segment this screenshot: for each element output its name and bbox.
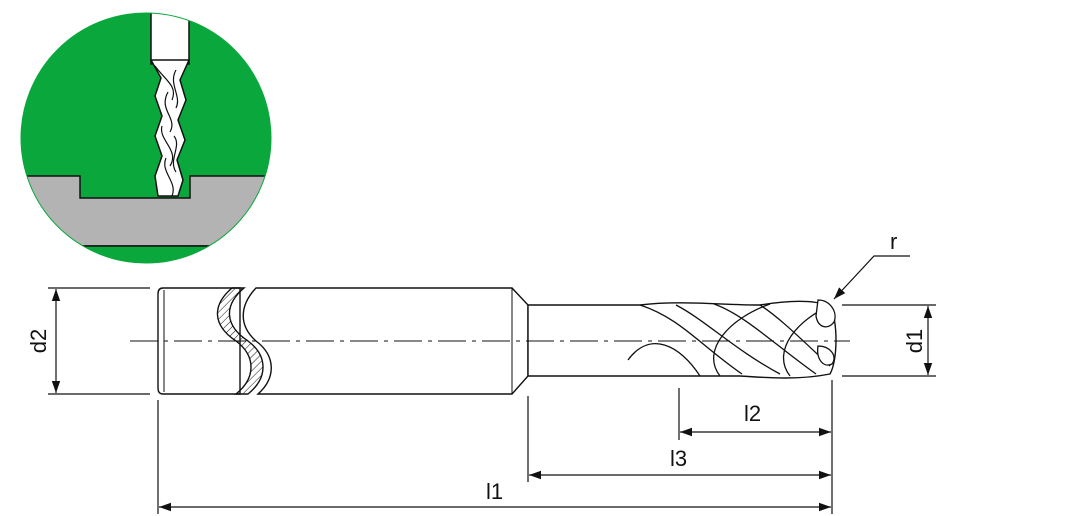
d2-label: d2 xyxy=(26,329,51,353)
d1-label: d1 xyxy=(902,329,927,353)
tool-shank xyxy=(150,13,190,65)
illustration-border xyxy=(20,12,272,264)
flute-helix-lines xyxy=(627,303,831,377)
application-illustration xyxy=(21,13,271,263)
l1-label: l1 xyxy=(486,479,503,504)
cutting-head xyxy=(527,300,837,379)
l3-label: l3 xyxy=(670,446,687,471)
tool-flute-lines xyxy=(154,65,179,197)
r-label: r xyxy=(890,229,897,254)
l2-label: l2 xyxy=(744,401,761,426)
r-leader-line xyxy=(833,255,910,300)
tool-flutes xyxy=(149,59,191,197)
flute-tip xyxy=(815,299,836,366)
dimensions: d2 d1 r l2 l3 l1 xyxy=(26,229,936,514)
tool-side-view xyxy=(130,287,850,395)
